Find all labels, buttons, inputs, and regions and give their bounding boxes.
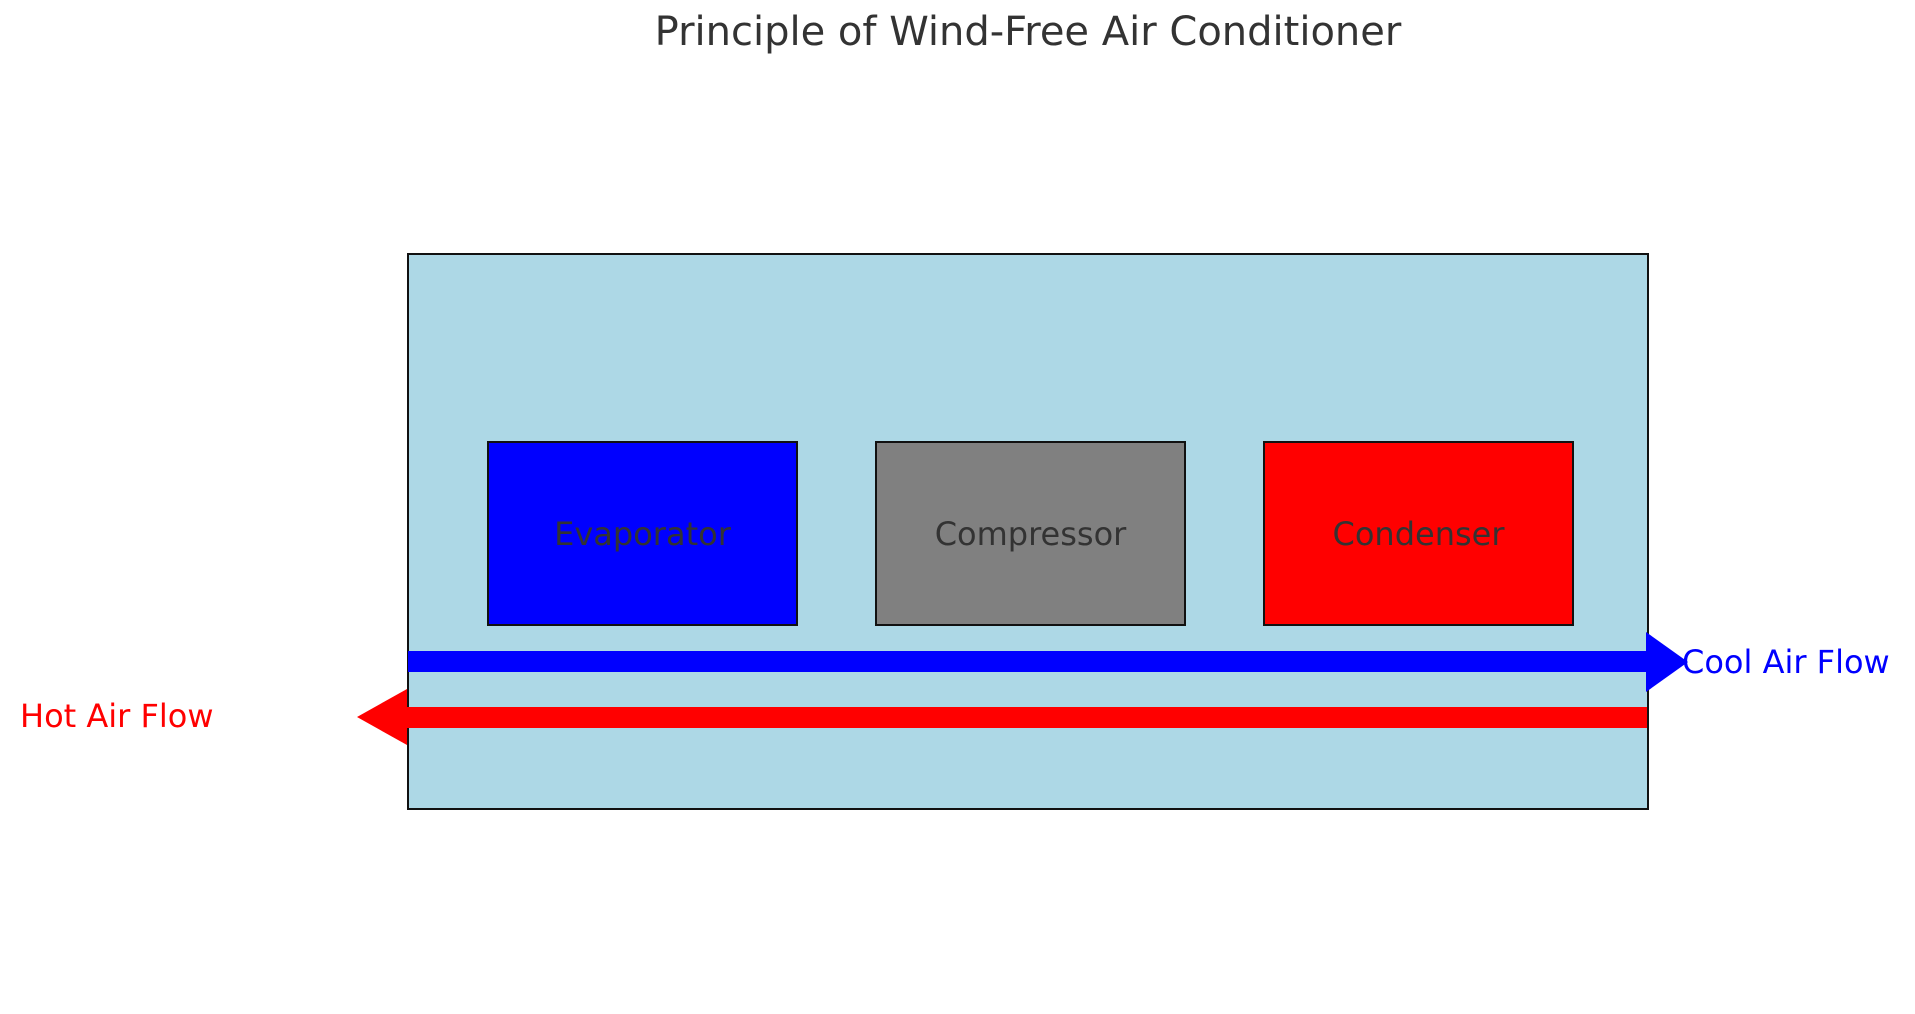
cool-air-flow-arrow-head [1646,632,1688,692]
compressor-box: Compressor [875,441,1186,626]
compressor-label: Compressor [934,514,1127,553]
condenser-box: Condenser [1263,441,1574,626]
hot-air-flow-arrow-head [357,689,407,745]
page-title: Principle of Wind-Free Air Conditioner [654,9,1402,55]
evaporator-box: Evaporator [487,441,798,626]
condenser-label: Condenser [1332,514,1505,553]
hot-air-flow-label: Hot Air Flow [20,697,214,735]
evaporator-label: Evaporator [554,514,731,553]
cool-air-flow-arrow-band [408,651,1646,672]
hot-air-flow-arrow-band [407,707,1647,728]
cool-air-flow-label: Cool Air Flow [1682,643,1890,681]
